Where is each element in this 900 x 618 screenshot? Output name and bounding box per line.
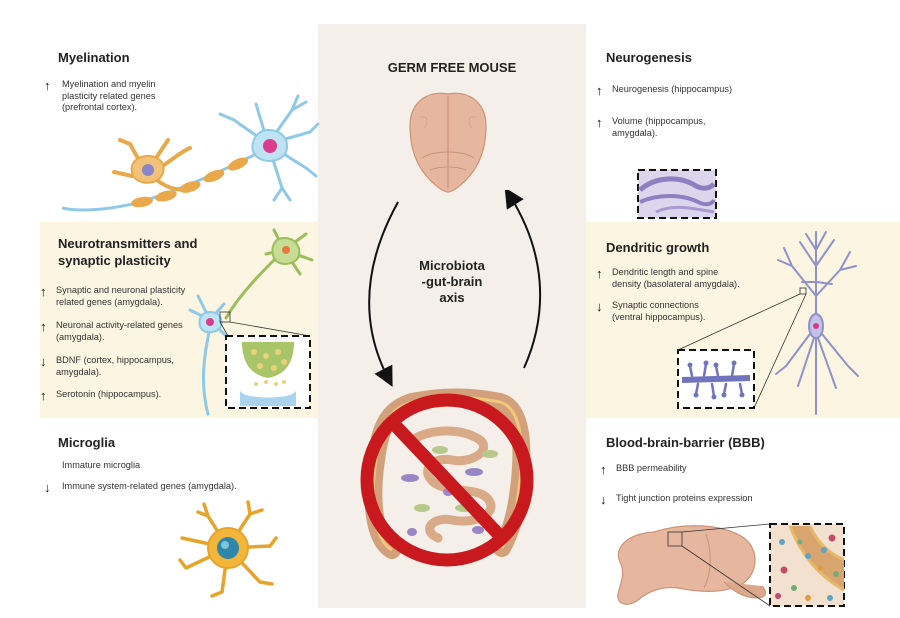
down-arrow-icon: ↓ xyxy=(40,354,47,369)
myelination-item: Myelination and myelin plasticity relate… xyxy=(62,79,155,114)
up-arrow-icon: ↑ xyxy=(40,319,47,334)
item-line: related genes (amygdala). xyxy=(56,296,163,307)
neurotransmitters-item: Serotonin (hippocampus). xyxy=(56,389,161,401)
up-arrow-icon: ↑ xyxy=(596,115,603,130)
up-arrow-icon: ↑ xyxy=(40,284,47,299)
bbb-item: Tight junction proteins expression xyxy=(616,493,753,503)
item-line: Myelination and myelin xyxy=(62,79,156,89)
myelinated-neurons-illustration xyxy=(61,94,320,212)
axis-label: Microbiota -gut-brain axis xyxy=(400,258,504,306)
myelination-title: Myelination xyxy=(58,50,130,65)
item-line: Dendritic length and spine xyxy=(612,267,719,277)
title-line: Neurotransmitters and xyxy=(58,236,198,251)
item-line: amygdala). xyxy=(612,127,658,138)
microglia-title: Microglia xyxy=(58,435,116,450)
neurogenesis-item: Neurogenesis (hippocampus) xyxy=(612,84,733,94)
item-line: (prefrontal cortex). xyxy=(62,102,138,112)
mouse-brain-illustration xyxy=(409,92,487,193)
dendritic-item: Dendritic length and spine density (baso… xyxy=(612,267,740,290)
neurotransmitters-item: BDNF (cortex, hippocampus, amygdala). xyxy=(56,355,174,378)
item-line: Neuronal activity-related genes xyxy=(56,320,183,330)
neurotransmitters-item: Neuronal activity-related genes (amygdal… xyxy=(56,320,183,343)
germ-free-mouse-title: GERM FREE MOUSE xyxy=(387,60,517,75)
hippocampus-tissue-inset xyxy=(637,169,717,219)
neurogenesis-title: Neurogenesis xyxy=(606,50,692,65)
neurotransmitters-item: Synaptic and neuronal plasticity related… xyxy=(56,285,185,308)
axis-arrows xyxy=(368,190,542,387)
synapse-neurons-illustration xyxy=(188,228,314,416)
up-arrow-icon: ↑ xyxy=(44,78,51,93)
item-line: BDNF (cortex, hippocampus, xyxy=(56,355,174,365)
microglia-cell-illustration xyxy=(178,500,278,598)
item-line: (amygdala). xyxy=(56,331,105,342)
down-arrow-icon: ↓ xyxy=(600,492,607,507)
up-arrow-icon: ↑ xyxy=(40,388,47,403)
item-line: Volume (hippocampus, xyxy=(612,116,706,126)
microglia-item: Immune system-related genes (amygdala). xyxy=(62,481,237,491)
neurogenesis-item: Volume (hippocampus, amygdala). xyxy=(612,116,705,139)
bbb-item: BBB permeability xyxy=(616,463,687,473)
down-arrow-icon: ↓ xyxy=(44,480,51,495)
dendritic-item: Synaptic connections (ventral hippocampu… xyxy=(612,300,705,323)
axis-label-line-3: axis xyxy=(439,290,465,305)
axis-label-line-2: -gut-brain xyxy=(421,274,483,289)
neurotransmitters-title: Neurotransmitters and synaptic plasticit… xyxy=(58,235,197,269)
up-arrow-icon: ↑ xyxy=(596,266,603,281)
item-line: Synaptic connections xyxy=(612,300,699,310)
dendritic-title: Dendritic growth xyxy=(606,240,710,255)
brain-side-view-with-vessel-inset xyxy=(617,523,845,607)
up-arrow-icon: ↑ xyxy=(600,462,607,477)
pyramidal-neuron-illustration xyxy=(677,231,859,415)
item-line: plasticity related genes xyxy=(62,90,156,101)
microglia-item: Immature microglia xyxy=(62,460,141,470)
axis-label-line-1: Microbiota xyxy=(419,258,485,273)
no-microbiota-gut-icon xyxy=(360,388,534,567)
item-line: (ventral hippocampus). xyxy=(612,311,706,322)
item-line: amygdala). xyxy=(56,366,102,377)
bbb-title: Blood-brain-barrier (BBB) xyxy=(606,435,765,450)
title-line: synaptic plasticity xyxy=(58,253,171,268)
up-arrow-icon: ↑ xyxy=(596,83,603,98)
item-line: density (basolateral amygdala). xyxy=(612,278,740,289)
item-line: Serotonin (hippocampus). xyxy=(56,389,162,399)
item-line: Synaptic and neuronal plasticity xyxy=(56,285,186,295)
down-arrow-icon: ↓ xyxy=(596,299,603,314)
